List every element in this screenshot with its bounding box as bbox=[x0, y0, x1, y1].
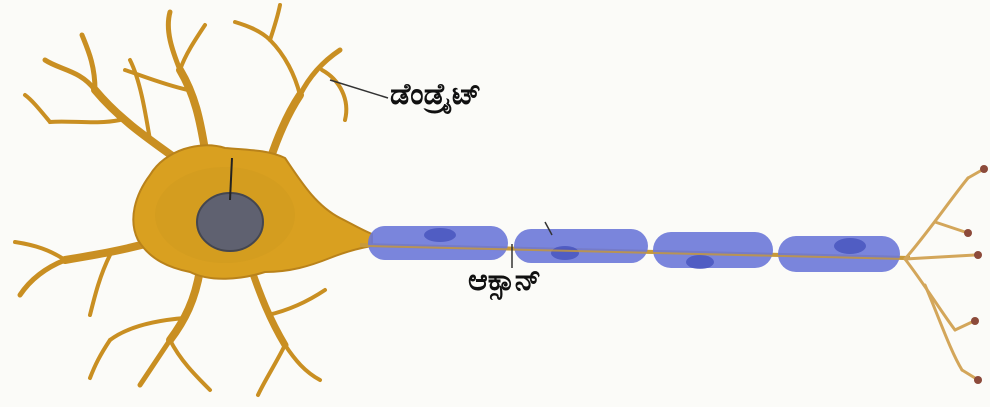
dendrite-branch bbox=[140, 340, 170, 385]
terminal-branch bbox=[968, 170, 982, 178]
terminal-branch bbox=[905, 178, 968, 259]
terminal-branch bbox=[962, 370, 975, 378]
dendrite-branch bbox=[170, 340, 210, 390]
terminal-branch bbox=[925, 285, 962, 370]
myelin-sheath bbox=[368, 226, 900, 272]
terminal-knob bbox=[974, 251, 982, 259]
dendrite-branch bbox=[270, 95, 300, 160]
terminal-branch bbox=[935, 222, 965, 232]
dendrite-branch bbox=[258, 345, 285, 395]
dendrite-branch bbox=[270, 40, 300, 95]
axon-terminals bbox=[905, 170, 982, 378]
dendrite-branch bbox=[235, 22, 270, 40]
myelin-segment bbox=[514, 229, 648, 263]
dendrite-branch bbox=[168, 12, 180, 70]
axon-terminal-knobs bbox=[964, 165, 988, 384]
terminal-knob bbox=[974, 376, 982, 384]
dendrite-branch bbox=[180, 25, 205, 70]
dendrite-label: ಡೆಂಡ್ರೈಟ್ bbox=[390, 80, 481, 110]
dendrite-branch bbox=[285, 345, 320, 380]
terminal-knob bbox=[971, 317, 979, 325]
terminal-branch bbox=[905, 255, 975, 259]
dendrite-branch bbox=[20, 260, 65, 295]
schwann-nucleus bbox=[834, 238, 866, 254]
nucleus bbox=[197, 193, 263, 251]
dendrite-branch bbox=[250, 265, 285, 345]
axon-label: ಆಕ್ಸಾನ್ bbox=[468, 266, 541, 296]
dendrite-branch bbox=[268, 290, 325, 315]
dendrite-branch bbox=[300, 50, 340, 95]
dendrite-leader-line bbox=[330, 80, 388, 98]
dendrite-branch bbox=[270, 5, 280, 40]
dendrite-branch bbox=[322, 70, 346, 120]
schwann-nucleus bbox=[686, 255, 714, 269]
terminal-knob bbox=[980, 165, 988, 173]
dendrite-branch bbox=[25, 95, 50, 122]
dendrite-branch bbox=[90, 340, 110, 378]
terminal-knob bbox=[964, 229, 972, 237]
dendrite-branch bbox=[45, 60, 95, 90]
dendrite-branch bbox=[15, 242, 65, 260]
schwann-nucleus bbox=[551, 246, 579, 260]
terminal-branch bbox=[955, 322, 972, 330]
dendrite-branch bbox=[90, 255, 110, 315]
dendrite-branch bbox=[170, 270, 200, 340]
dendrite-branch bbox=[50, 120, 120, 122]
schwann-nucleus bbox=[424, 228, 456, 242]
dendrite-branch bbox=[180, 70, 205, 150]
